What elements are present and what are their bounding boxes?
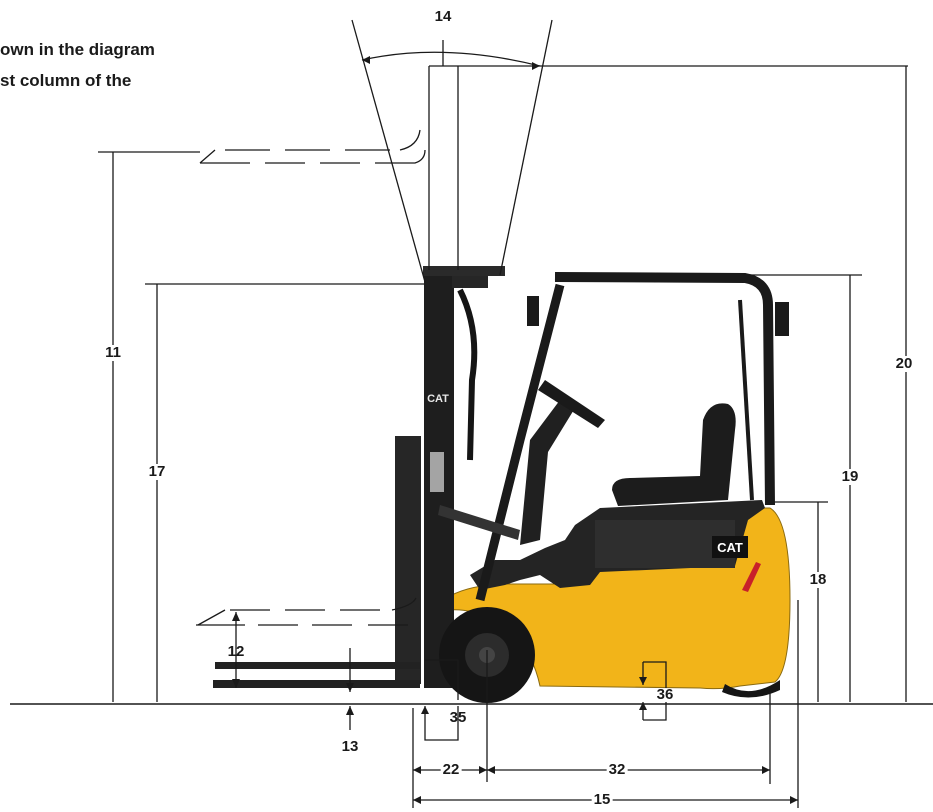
dim-label-36: 36: [656, 686, 674, 703]
dim-label-19: 19: [839, 468, 861, 485]
dim-label-11: 11: [103, 344, 123, 361]
dim-label-18: 18: [807, 571, 829, 588]
intro-line-1: own in the diagram: [0, 40, 155, 59]
dim-label-20: 20: [893, 355, 915, 372]
rear-wheel: [722, 680, 780, 698]
left-mirror: [527, 296, 539, 326]
steering-column: [520, 400, 575, 545]
dimension-lines: [98, 19, 908, 808]
tilt-cylinder: [438, 505, 520, 540]
steering-wheel: [538, 380, 605, 428]
red-stripe: [742, 562, 761, 592]
cat-logo-body: CAT: [712, 536, 748, 558]
forks: [213, 662, 420, 688]
seat: [612, 403, 736, 506]
cat-logo-mast: CAT: [427, 393, 449, 405]
cat-logo-text: CAT: [717, 540, 743, 555]
intro-text: own in the diagram st column of the: [0, 34, 240, 96]
arrow-heads: [232, 56, 798, 804]
dim-label-17: 17: [146, 463, 168, 480]
forklift: CAT CAT: [213, 266, 791, 703]
dim-label-15: 15: [591, 791, 613, 808]
carriage: [395, 436, 421, 684]
dim-label-12: 12: [227, 643, 245, 660]
intro-line-2: st column of the: [0, 71, 132, 90]
right-mirror: [775, 302, 789, 336]
dim-label-22: 22: [440, 761, 462, 778]
dim-label-13: 13: [341, 738, 359, 755]
dim-label-35: 35: [449, 709, 467, 726]
overhead-guard: [475, 272, 775, 602]
battery-panel: [595, 520, 735, 568]
mast: CAT: [423, 266, 505, 688]
dim-label-14: 14: [432, 8, 454, 25]
dim-label-32: 32: [606, 761, 628, 778]
